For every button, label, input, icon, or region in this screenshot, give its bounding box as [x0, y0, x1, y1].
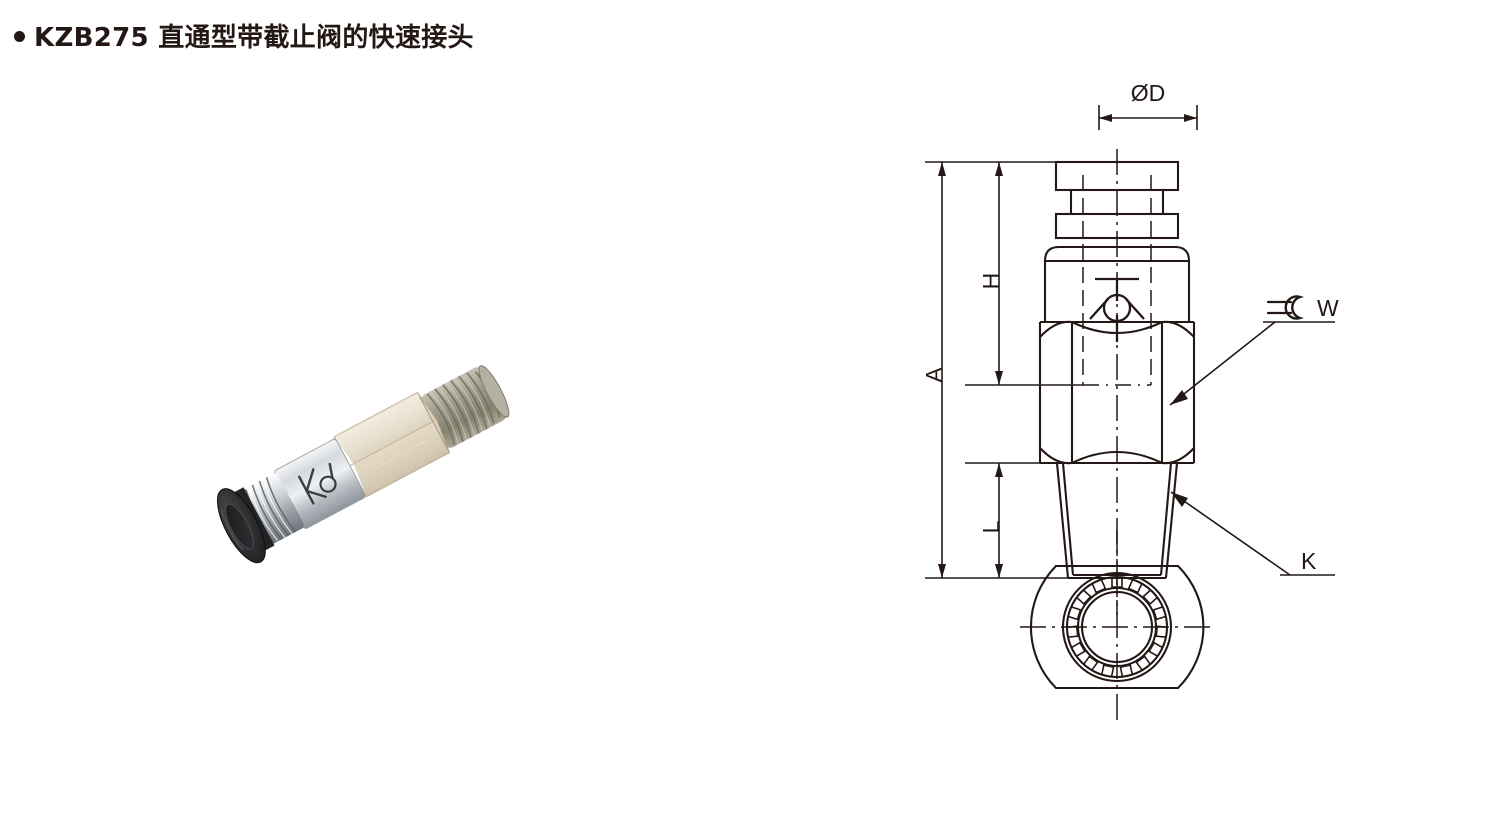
product-photo [150, 295, 580, 625]
photo-male-thread [421, 365, 510, 448]
page-title-text: KZB275 直通型带截止阀的快速接头 [34, 22, 474, 53]
photo-chrome-rings [242, 473, 304, 545]
wrench-icon [1266, 295, 1305, 320]
serration-teeth [1067, 578, 1167, 677]
dim-D [1098, 105, 1198, 130]
dim-H [995, 162, 1003, 385]
dim-label-K: K [1301, 548, 1317, 574]
leader-K [1170, 491, 1335, 576]
bullet-dot-icon [14, 30, 25, 42]
photo-release-collar [217, 487, 275, 564]
photo-hex-body [330, 391, 451, 498]
dim-L [995, 463, 1003, 578]
dim-label-L: L [978, 520, 1004, 533]
page-title: KZB275 直通型带截止阀的快速接头 [14, 18, 474, 53]
dim-label-D: ØD [1131, 80, 1166, 106]
engraved-logo-icon [298, 462, 337, 505]
dim-A [938, 162, 946, 578]
dim-label-A: A [921, 367, 947, 383]
center-line-bottom [1020, 530, 1215, 725]
leader-W [1169, 321, 1335, 406]
dim-label-H: H [978, 273, 1004, 290]
technical-drawing: ØD A H L W K [905, 75, 1355, 835]
drawing-bottom-view [1020, 530, 1215, 725]
dim-label-W: W [1317, 295, 1339, 321]
